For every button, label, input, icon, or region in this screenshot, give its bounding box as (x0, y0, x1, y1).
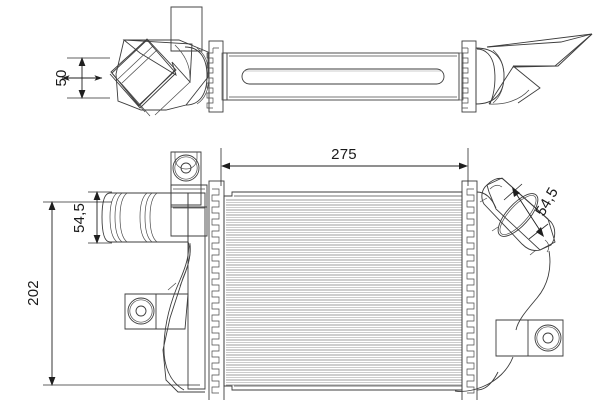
dimension-54-5-right (503, 183, 549, 240)
dimension-50 (61, 57, 110, 99)
front-view-core (223, 191, 463, 391)
dimension-54-5-right-label: 54,5 (532, 185, 562, 219)
mount-bracket-upper-left[interactable] (170, 151, 208, 237)
front-view-right-side-plate (461, 180, 478, 400)
top-view-left-tank (109, 38, 210, 117)
top-view-left-side-plate (206, 40, 228, 113)
mount-bracket-lower-right[interactable] (454, 319, 564, 392)
top-view-group: 50 (53, 6, 593, 117)
dimension-54-5-left (88, 191, 112, 244)
front-view-left-inlet-pipe (101, 192, 189, 243)
front-view-left-side-plate (208, 180, 225, 400)
front-view-left-tank (162, 192, 206, 393)
dimension-275-label: 275 (331, 146, 357, 163)
front-view-group: 275 202 54,5 (25, 146, 564, 400)
top-view-core (226, 52, 460, 101)
dimension-202-label: 202 (25, 280, 42, 306)
core-fin-lines (226, 199, 462, 386)
mount-bracket-lower-left[interactable] (124, 282, 189, 330)
front-view-right-tank (476, 191, 499, 391)
dimension-202 (43, 201, 200, 386)
top-view-right-tank (475, 33, 593, 105)
top-view-upper-stub (170, 6, 203, 52)
dimension-275 (220, 148, 469, 186)
dimension-50-label: 50 (53, 69, 70, 86)
front-view-right-outlet-flange (479, 177, 556, 331)
dimension-54-5-left-label: 54,5 (71, 203, 88, 233)
top-view-right-side-plate (458, 40, 477, 113)
